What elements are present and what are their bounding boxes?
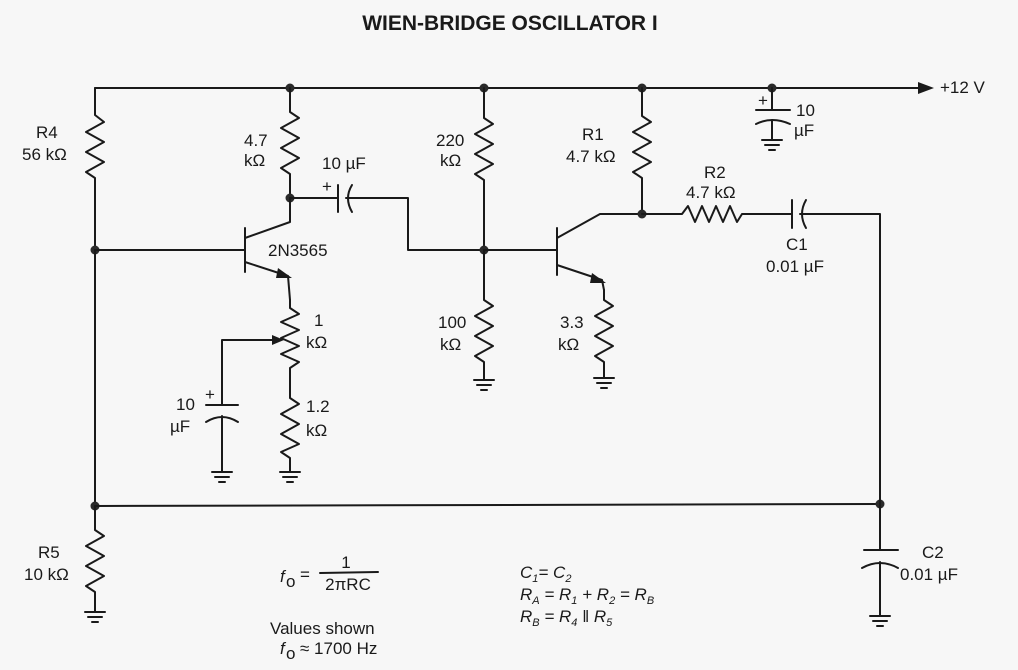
supply-label: +12 V: [940, 78, 986, 97]
potentiometer: 1 kΩ: [221, 299, 327, 391]
re2-value-2: kΩ: [558, 335, 579, 354]
svg-text:C1= C2: C1= C2: [520, 563, 571, 585]
ground-icon: [869, 615, 891, 627]
capacitor-emitter: + 10 µF: [170, 344, 239, 483]
svg-text:RA = R1 + R2 = RB: RA = R1 + R2 = RB: [520, 585, 654, 607]
resistor-r4: R4 56 kΩ: [22, 87, 105, 251]
supply-rail: +12 V: [94, 78, 986, 97]
svg-text:f: f: [280, 567, 287, 586]
resistor-re2: 3.3 kΩ: [558, 289, 615, 389]
svg-text:o: o: [286, 644, 295, 663]
emitter-arrow-icon: [590, 273, 606, 283]
resistor-r2: R2 4.7 kΩ: [641, 163, 793, 223]
c1-name: C1: [786, 235, 808, 254]
svg-text:o: o: [286, 572, 295, 591]
capacitor-coupling: + 10 µF: [289, 154, 485, 251]
c1-value: 0.01 µF: [766, 257, 824, 276]
ccoup-value: 10 µF: [322, 154, 366, 173]
rb-top-value-2: kΩ: [440, 151, 461, 170]
re2-value-1: 3.3: [560, 313, 584, 332]
cemit-plus: +: [205, 385, 215, 404]
ground-icon: [761, 139, 783, 151]
transistor-q2: [556, 213, 643, 291]
capacitor-c1: C1 0.01 µF: [766, 199, 881, 505]
feedback-rail: [94, 503, 881, 507]
values-note: Values shown f o ≈ 1700 Hz: [270, 619, 377, 663]
c2-name: C2: [922, 543, 944, 562]
r1-value: 4.7 kΩ: [566, 147, 616, 166]
r1-name: R1: [582, 125, 604, 144]
ground-icon: [279, 471, 301, 483]
resistor-r5: R5 10 kΩ: [24, 505, 106, 623]
r4-name: R4: [36, 123, 58, 142]
cbypass-value-1: 10: [796, 101, 815, 120]
rc1-value-2: kΩ: [244, 151, 265, 170]
pot-value-1: 1: [314, 311, 323, 330]
ground-icon: [593, 377, 615, 389]
svg-text:1: 1: [341, 553, 350, 572]
r2-name: R2: [704, 163, 726, 182]
r5-name: R5: [38, 543, 60, 562]
resistor-r1: R1 4.7 kΩ: [566, 87, 652, 215]
re1-value-1: 1.2: [306, 397, 330, 416]
resistor-100k: 100 kΩ: [438, 249, 495, 391]
svg-text:≈ 1700 Hz: ≈ 1700 Hz: [300, 639, 377, 658]
ground-icon: [473, 379, 495, 391]
r2-value: 4.7 kΩ: [686, 183, 736, 202]
svg-text:Values shown: Values shown: [270, 619, 375, 638]
r5-value: 10 kΩ: [24, 565, 69, 584]
svg-text:=: =: [300, 565, 310, 584]
resistor-220k: 220 kΩ: [436, 87, 494, 251]
re1-value-2: kΩ: [306, 421, 327, 440]
design-equations: C1= C2 RA = R1 + R2 = RB RB = R4 ‖ R5: [520, 563, 654, 629]
diagram-title: WIEN-BRIDGE OSCILLATOR I: [362, 12, 658, 35]
resistor-re1: 1.2 kΩ: [279, 389, 330, 483]
r4-value: 56 kΩ: [22, 145, 67, 164]
capacitor-c2: C2 0.01 µF: [861, 503, 958, 627]
ccoup-plus: +: [322, 177, 332, 196]
svg-text:RB = R4 ‖ R5: RB = R4 ‖ R5: [520, 607, 613, 629]
cemit-value-2: µF: [170, 417, 190, 436]
rb-top-value-1: 220: [436, 131, 464, 150]
svg-text:f: f: [280, 639, 287, 658]
q1-part: 2N3565: [268, 241, 328, 260]
emitter-arrow-icon: [276, 268, 292, 278]
rb-bot-value-2: kΩ: [440, 335, 461, 354]
frequency-formula: f o = 1 2πRC: [280, 553, 379, 594]
ground-icon: [84, 611, 106, 623]
cbypass-plus: +: [758, 91, 768, 110]
transistor-q1: 2N3565: [244, 197, 328, 301]
resistor-rc1: 4.7 kΩ: [244, 87, 300, 199]
c2-value: 0.01 µF: [900, 565, 958, 584]
cbypass-value-2: µF: [794, 121, 814, 140]
capacitor-bypass: + 10 µF: [755, 87, 815, 151]
rc1-value-1: 4.7: [244, 131, 268, 150]
pot-value-2: kΩ: [306, 333, 327, 352]
rb-bot-value-1: 100: [438, 313, 466, 332]
svg-text:2πRC: 2πRC: [325, 575, 371, 594]
arrow-icon: [918, 82, 934, 94]
ground-icon: [211, 471, 233, 483]
wiper-arrow-icon: [272, 335, 284, 345]
cemit-value-1: 10: [176, 395, 195, 414]
